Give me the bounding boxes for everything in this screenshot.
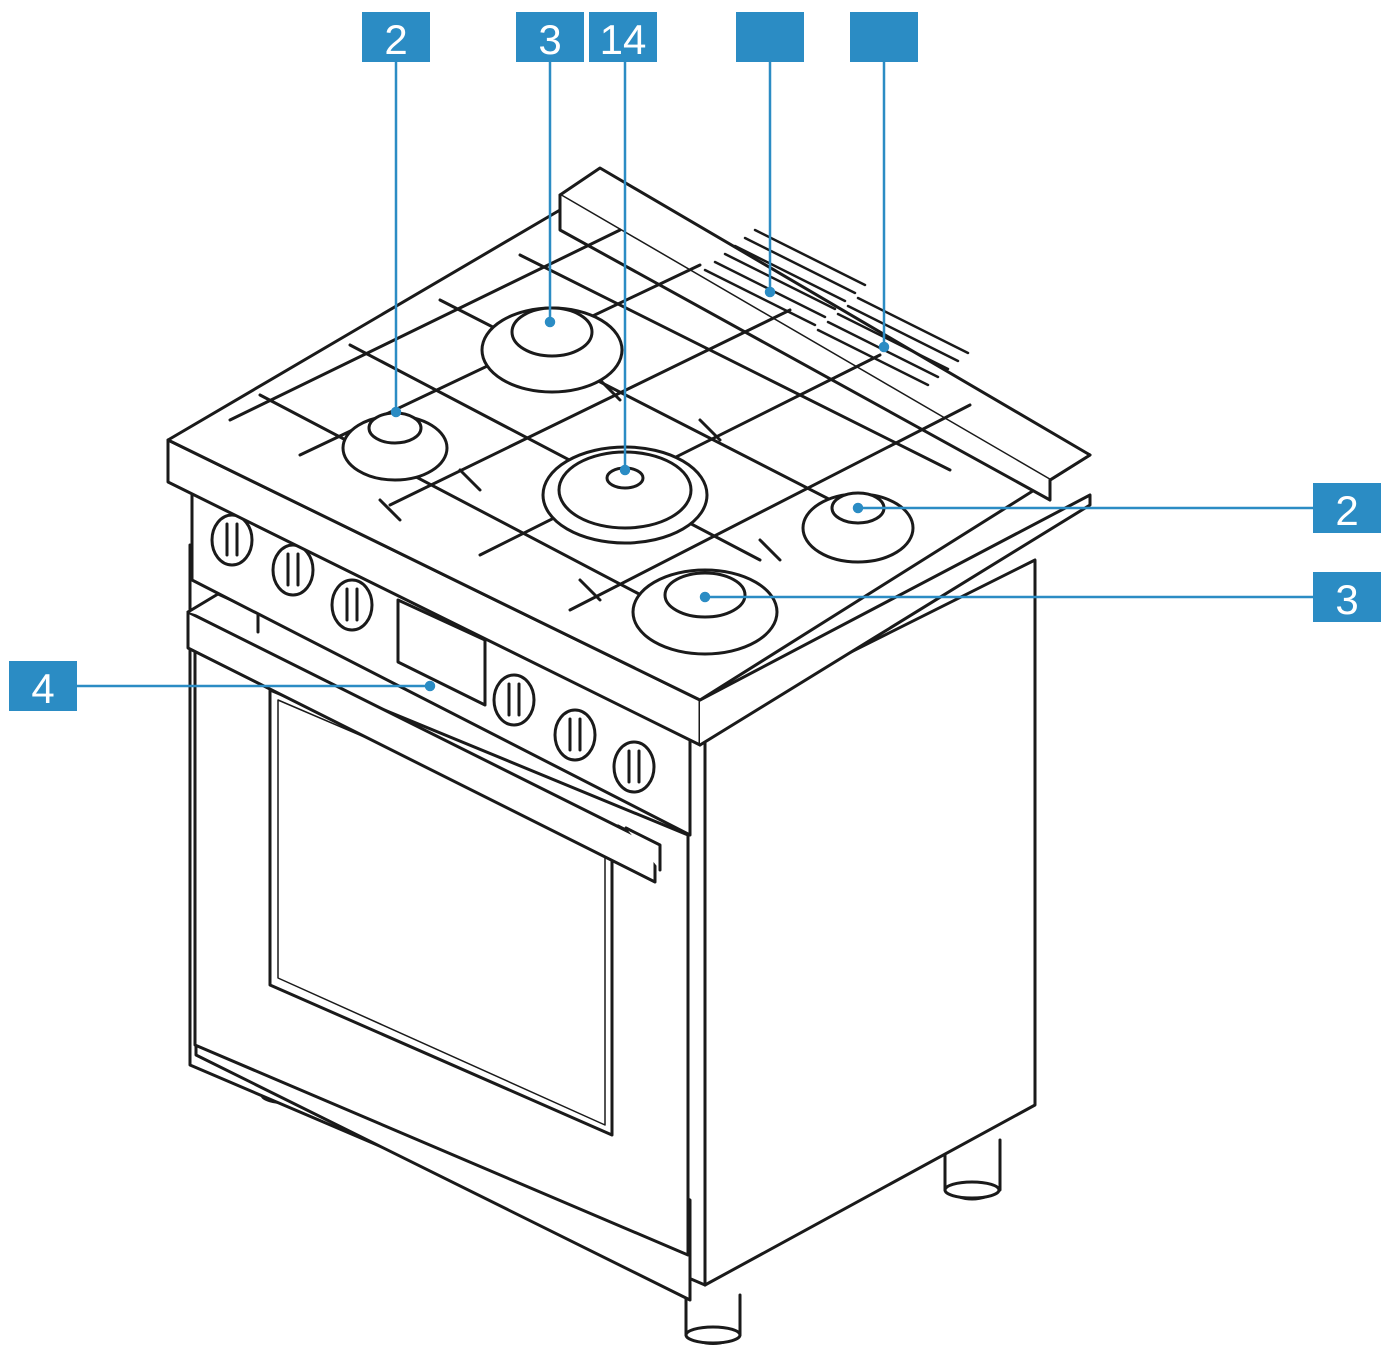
svg-text:2: 2: [384, 16, 407, 63]
callout-left-4: 4: [9, 661, 77, 712]
burner-rear-left: [480, 306, 624, 394]
leader-lines: [77, 60, 1313, 692]
svg-text:14: 14: [600, 16, 647, 63]
callout-top-2: 2: [362, 12, 430, 63]
back-vents: [703, 228, 970, 387]
callout-right-3: 3: [1313, 572, 1381, 623]
callout-top-3: 3: [516, 12, 584, 63]
oven-handle: [186, 592, 662, 884]
back-riser: [558, 166, 1092, 502]
callout-top-14: 14: [589, 12, 657, 63]
display-window: [396, 598, 487, 707]
burner-front-left: [341, 411, 449, 482]
control-knobs: [210, 513, 656, 794]
burner-front-right: [631, 568, 779, 656]
range-cooker-illustration: [166, 166, 1092, 1345]
svg-text:4: 4: [31, 665, 54, 712]
callout-right-2: 2: [1313, 483, 1381, 534]
svg-text:3: 3: [538, 16, 561, 63]
callout-top-blank-b: [850, 12, 918, 62]
svg-text:2: 2: [1335, 487, 1358, 534]
svg-text:3: 3: [1335, 576, 1358, 623]
callout-top-blank-a: [736, 12, 804, 62]
